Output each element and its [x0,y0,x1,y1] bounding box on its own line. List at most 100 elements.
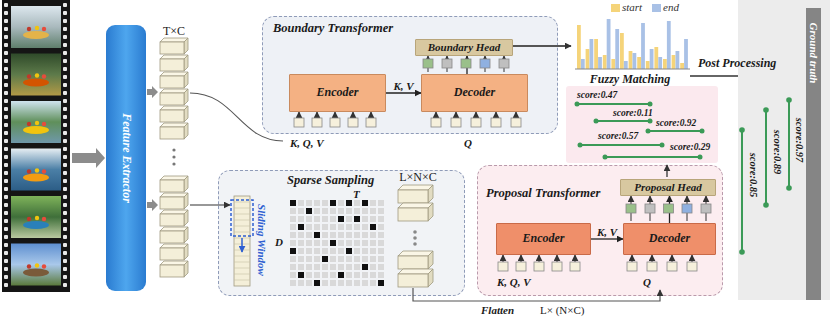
feature-block-side [428,251,433,269]
film-perforation [63,99,67,103]
film-perforation [4,187,8,191]
film-perforation [4,19,8,23]
film-perforation [4,171,8,175]
grid-cell [314,200,320,206]
film-perforation [4,27,8,31]
video-frame [11,6,61,48]
step-label: Flatten [481,304,514,316]
film-perforation [63,19,67,23]
film-perforation [4,251,8,255]
film-perforation [63,67,67,71]
token-square [570,262,580,271]
end-bar [650,49,654,69]
dimension-label: L×N×C [399,171,437,184]
start-bar [646,61,650,69]
film-perforation [63,35,67,39]
film-perforation [4,123,8,127]
grid-cell [354,280,360,286]
grid-cell [346,224,352,230]
segment-end [786,97,792,103]
grid-cell [314,208,320,214]
frame-person [35,121,39,125]
grid-cell [322,280,328,286]
grid-cell [322,216,328,222]
token-arrow [632,255,633,262]
token-square [451,118,461,127]
grid-cell [322,224,328,230]
film-perforation [4,275,8,279]
video-frame [11,149,61,191]
token-square [534,262,544,271]
film-perforation [63,11,67,15]
grid-cell [322,248,328,254]
feature-block-top [160,244,188,248]
token-arrow [539,255,540,262]
strip-row [234,202,250,203]
grid-cell [378,200,384,206]
feature-block [160,265,184,277]
video-frame [11,196,61,238]
legend-swatch [611,4,620,12]
sampled-cell [338,216,344,222]
film-perforation [63,83,67,87]
grid-cell [290,240,296,246]
token-square [312,118,322,127]
score-label: score:0.47 [577,90,617,100]
film-perforation [4,235,8,239]
transformer-panel: Boundary TransformerEncoderDecoderBounda… [262,16,558,134]
start-bar [594,39,598,69]
ellipsis-dot [172,155,175,158]
token-square [461,59,471,68]
sampled-cell [290,248,296,254]
token-arrow [521,255,522,262]
token-square [511,118,521,127]
frame-object [23,221,49,229]
sampled-cell [346,248,352,254]
grid-cell [362,256,368,262]
film-perforation [4,11,8,15]
grid-cell [298,208,304,214]
feature-block-side [184,123,188,139]
axis-label: T [353,188,360,200]
grid-cell [306,216,312,222]
window-label: Sliding Window [256,204,268,276]
film-perforation [4,131,8,135]
grid-cell [338,208,344,214]
grid-cell [322,264,328,270]
end-bar [598,57,602,69]
axis-label: D [275,236,283,248]
grid-cell [370,200,376,206]
decoder-box: Decoder [623,223,716,255]
end-bar [607,19,611,69]
bar-label: Ground truth [807,23,820,84]
grid-cell [370,256,376,262]
token-arrow [476,112,477,118]
feature-block-side [184,38,188,54]
grid-cell [306,280,312,286]
frame-object [23,31,49,39]
film-perforation [63,187,67,191]
grid-cell [322,240,328,246]
end-bar [581,59,585,69]
frame-object [23,174,49,182]
feature-block-side [184,106,188,122]
grid-cell [354,256,360,262]
grid-cell [330,232,336,238]
feature-block-top [160,261,188,265]
feature-block-top [160,227,188,231]
film-perforation [63,203,67,207]
grid-cell [298,256,304,262]
film-perforation [63,43,67,47]
segment-end [763,202,769,208]
feature-block [160,76,184,88]
end-bar [590,39,594,69]
film-perforation [4,243,8,247]
film-perforation [63,123,67,127]
feature-block [160,197,184,209]
grid-cell [378,224,384,230]
grid-cell [338,256,344,262]
dimension-label: L× (N×C) [540,304,584,316]
film-perforation [4,195,8,199]
feature-block [398,274,428,287]
start-bar [680,63,684,69]
